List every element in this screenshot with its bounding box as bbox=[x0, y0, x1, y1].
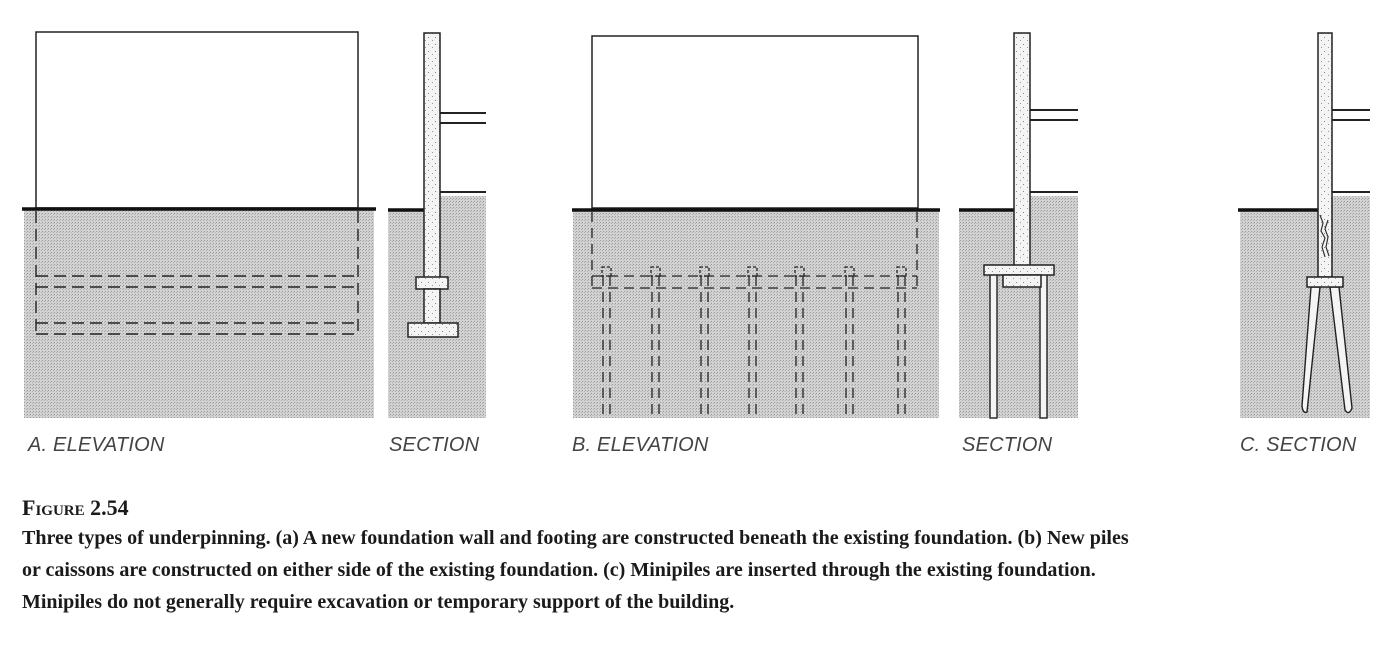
b-sec-wall bbox=[1013, 32, 1031, 276]
c-sec-footing bbox=[1306, 276, 1344, 288]
a-elevation-drawing bbox=[22, 31, 376, 418]
c-sec-floor-upper bbox=[1332, 109, 1370, 121]
c-sec-wall-cracks bbox=[1319, 214, 1330, 258]
a-sec-floor-upper bbox=[440, 112, 486, 124]
figure-caption: Three types of underpinning. (a) A new f… bbox=[22, 522, 1142, 618]
a-sec-new-footing bbox=[407, 322, 459, 338]
a-section-drawing bbox=[388, 32, 486, 418]
a-sec-new-wall bbox=[423, 288, 441, 324]
b-sec-pile-right bbox=[1039, 273, 1048, 419]
a-soil bbox=[24, 210, 374, 418]
a-sec-wall bbox=[423, 32, 441, 289]
c-sec-wall bbox=[1317, 32, 1333, 278]
caption-text-b: New piles or caissons are constructed on… bbox=[22, 527, 1129, 581]
b-sec-floor-upper bbox=[1030, 109, 1078, 121]
b-pile-7 bbox=[896, 266, 907, 418]
c-sec-soil-right bbox=[1332, 196, 1370, 210]
b-sec-soil-right bbox=[1030, 196, 1078, 210]
b-sec-footing bbox=[1002, 274, 1042, 288]
a-building bbox=[35, 31, 359, 209]
b-pile-4 bbox=[747, 266, 758, 418]
label-a-section: SECTION bbox=[389, 434, 480, 456]
label-b-elevation: B. ELEVATION bbox=[572, 434, 709, 456]
caption-marker-b: (b) bbox=[1017, 527, 1042, 549]
caption-marker-a: (a) bbox=[275, 527, 299, 549]
caption-text-a: A new foundation wall and footing are co… bbox=[298, 527, 1018, 549]
b-sec-pile-left bbox=[989, 273, 998, 419]
c-sec-minipile-left bbox=[1301, 286, 1321, 414]
figure-title: Figure 2.54 bbox=[22, 495, 129, 520]
b-piles bbox=[601, 266, 907, 418]
caption-text-c: Minipiles are inserted through the exist… bbox=[22, 559, 1096, 613]
c-sec-minipile-right bbox=[1329, 286, 1353, 414]
a-sec-existing-footing bbox=[415, 276, 449, 290]
label-c-section: C. SECTION bbox=[1240, 434, 1357, 456]
c-section-drawing bbox=[1238, 32, 1370, 418]
label-b-section: SECTION bbox=[962, 434, 1053, 456]
b-elevation-drawing bbox=[572, 35, 940, 418]
caption-marker-c: (c) bbox=[603, 559, 626, 581]
b-pile-3 bbox=[699, 266, 710, 418]
b-pile-2 bbox=[650, 266, 661, 418]
b-pile-1 bbox=[601, 266, 612, 418]
underpinning-diagram bbox=[22, 31, 1370, 419]
b-pile-5 bbox=[794, 266, 805, 418]
b-pile-6 bbox=[844, 266, 855, 418]
caption-intro: Three types of underpinning. bbox=[22, 527, 276, 549]
b-section-drawing bbox=[959, 32, 1078, 419]
label-a-elevation: A. ELEVATION bbox=[28, 434, 165, 456]
b-sec-needle-beam bbox=[983, 264, 1055, 276]
b-building bbox=[591, 35, 919, 209]
a-sec-soil-right bbox=[440, 196, 486, 210]
